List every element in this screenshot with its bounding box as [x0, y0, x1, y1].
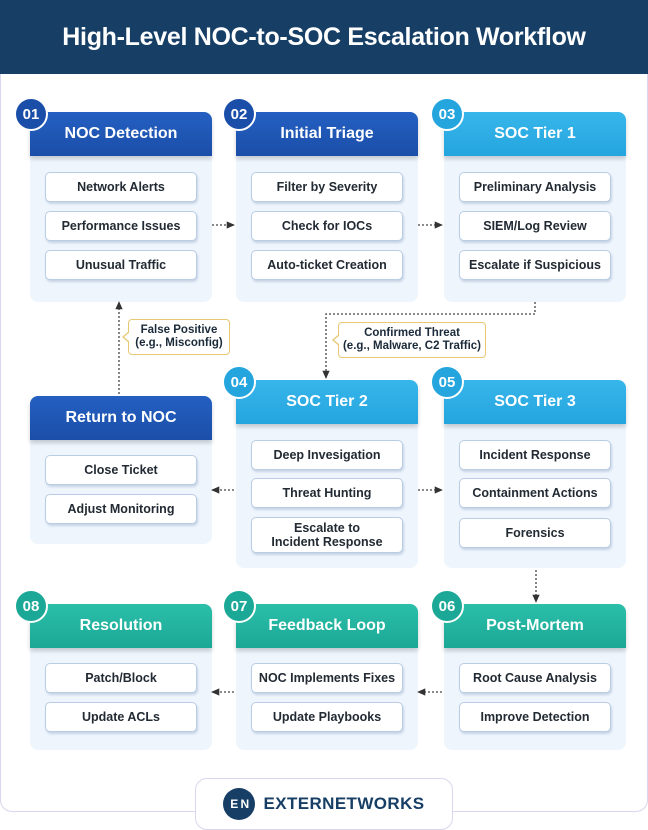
list-item: Preliminary Analysis — [459, 172, 611, 202]
logo-mark-icon: E N — [223, 788, 256, 820]
confirmed-threat-label: Confirmed Threat — [364, 327, 460, 339]
list-item: Root Cause Analysis — [459, 663, 611, 693]
return-to-noc-card: Return to NOC Close Ticket Adjust Monito… — [30, 396, 212, 544]
step-03-card: SOC Tier 1 Preliminary Analysis SIEM/Log… — [444, 112, 626, 302]
step-02-title: Initial Triage — [236, 112, 418, 156]
step-06-badge: 06 — [430, 589, 464, 623]
list-item: Update Playbooks — [251, 702, 403, 732]
step-05-card: SOC Tier 3 Incident Response Containment… — [444, 380, 626, 568]
step-05-badge: 05 — [430, 365, 464, 399]
logo-text: EXTERNETWORKS — [263, 794, 425, 813]
page-title: High-Level NOC-to-SOC Escalation Workflo… — [62, 22, 586, 51]
list-item: Check for IOCs — [251, 211, 403, 241]
step-08-title: Resolution — [30, 604, 212, 648]
list-item: Improve Detection — [459, 702, 611, 732]
false-positive-label: False Positive — [140, 324, 218, 336]
step-07-card: Feedback Loop NOC Implements Fixes Updat… — [236, 604, 418, 750]
list-item: Escalate to Incident Response — [251, 517, 403, 553]
list-item: Escalate if Suspicious — [459, 250, 611, 280]
step-01-badge: 01 — [14, 97, 48, 131]
list-item: Incident Response — [459, 440, 611, 470]
false-positive-callout: False Positive (e.g., Misconfig) — [122, 319, 230, 355]
step-08-badge: 08 — [14, 589, 48, 623]
list-item: Deep Invesigation — [251, 440, 403, 470]
step-01-card: NOC Detection Network Alerts Performance… — [30, 112, 212, 302]
list-item: Forensics — [459, 518, 611, 548]
step-06-title: Post-Mortem — [444, 604, 626, 648]
list-item: Auto-ticket Creation — [251, 250, 403, 280]
step-05-title: SOC Tier 3 — [444, 380, 626, 424]
step-07-badge: 07 — [222, 589, 256, 623]
list-item: Containment Actions — [459, 478, 611, 508]
step-07-title: Feedback Loop — [236, 604, 418, 648]
arrow-03-to-04 — [322, 302, 536, 379]
step-03-badge: 03 — [430, 97, 464, 131]
step-02-card: Initial Triage Filter by Severity Check … — [236, 112, 418, 302]
confirmed-threat-example: (e.g., Malware, C2 Traffic) — [342, 340, 482, 352]
step-02-badge: 02 — [222, 97, 256, 131]
list-item: Unusual Traffic — [45, 250, 197, 280]
list-item: Patch/Block — [45, 663, 197, 693]
list-item: SIEM/Log Review — [459, 211, 611, 241]
return-to-noc-title: Return to NOC — [30, 396, 212, 440]
step-04-title: SOC Tier 2 — [236, 380, 418, 424]
confirmed-threat-callout: Confirmed Threat (e.g., Malware, C2 Traf… — [332, 322, 486, 358]
step-04-badge: 04 — [222, 365, 256, 399]
step-01-title: NOC Detection — [30, 112, 212, 156]
list-item: Network Alerts — [45, 172, 197, 202]
list-item: Update ACLs — [45, 702, 197, 732]
externetworks-logo: E N EXTERNETWORKS — [195, 778, 453, 830]
list-item: NOC Implements Fixes — [251, 663, 403, 693]
step-06-card: Post-Mortem Root Cause Analysis Improve … — [444, 604, 626, 750]
list-item: Threat Hunting — [251, 478, 403, 508]
false-positive-example: (e.g., Misconfig) — [135, 337, 223, 349]
list-item: Performance Issues — [45, 211, 197, 241]
step-03-title: SOC Tier 1 — [444, 112, 626, 156]
list-item: Filter by Severity — [251, 172, 403, 202]
list-item: Adjust Monitoring — [45, 494, 197, 524]
step-04-card: SOC Tier 2 Deep Invesigation Threat Hunt… — [236, 380, 418, 568]
step-08-card: Resolution Patch/Block Update ACLs — [30, 604, 212, 750]
list-item: Close Ticket — [45, 455, 197, 485]
header-banner: High-Level NOC-to-SOC Escalation Workflo… — [0, 0, 648, 74]
